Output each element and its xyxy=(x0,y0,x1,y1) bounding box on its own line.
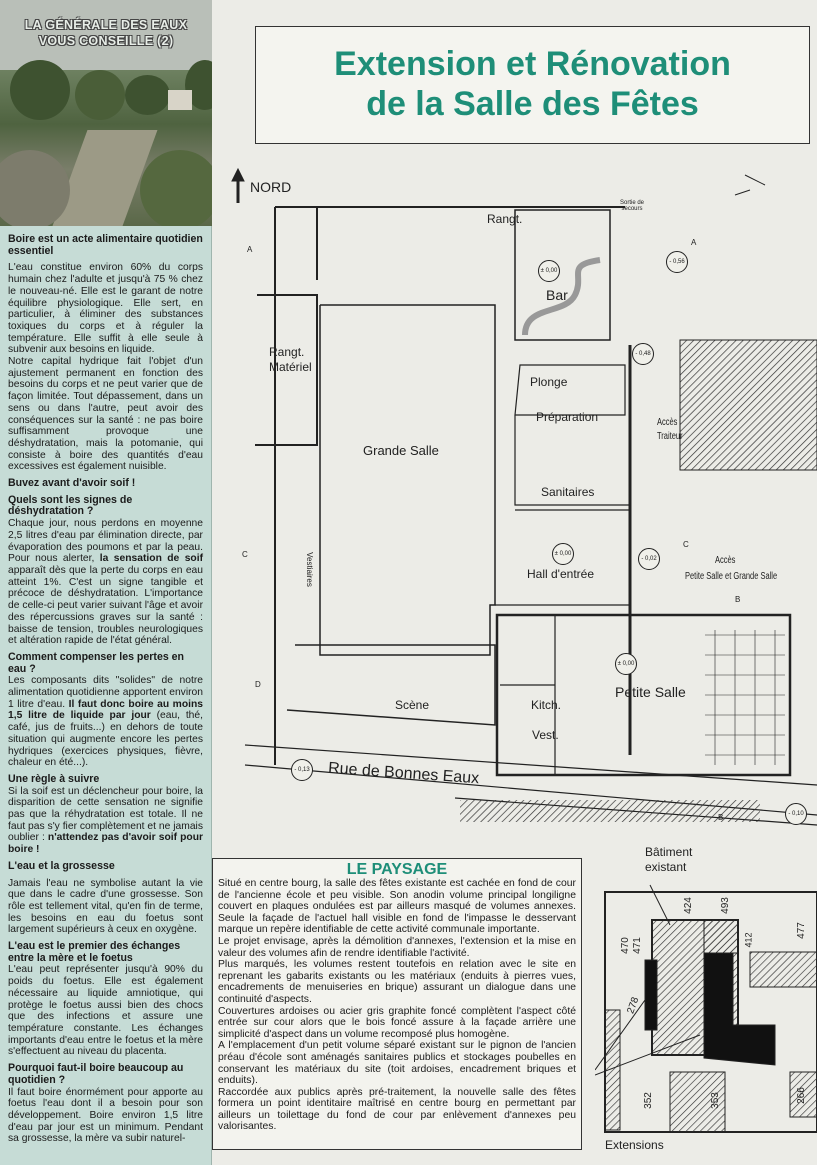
section-paragraph: Jamais l'eau ne symbolise autant la vie … xyxy=(8,878,203,937)
section-heading: Comment compenser les pertes en eau ? xyxy=(8,650,185,675)
cadastral-map: Bâtiment existant Extensions 424 493 470… xyxy=(595,840,817,1165)
paysage-paragraph: Couvertures ardoises ou acier gris graph… xyxy=(218,1005,576,1040)
existing-building-label: existant xyxy=(645,860,687,874)
garden-photo xyxy=(0,0,212,226)
floor-plan: NORD Rangt. Sortie de secours ± 0,00 Bar… xyxy=(225,165,817,845)
emphasis-text: Il faut donc boire au moins 1,5 litre de… xyxy=(8,698,203,722)
access-traiteur: Accès xyxy=(657,417,678,428)
hatched-zone xyxy=(460,800,760,822)
section-marker: A xyxy=(247,245,253,254)
section-marker: C xyxy=(242,550,248,559)
parcel-number: 470 xyxy=(619,937,631,954)
section-heading: Quels sont les signes de déshydratation … xyxy=(8,493,133,518)
parcel-number: 477 xyxy=(795,922,807,939)
section-paragraph: L'eau peut représenter jusqu'à 90% du po… xyxy=(8,964,203,1058)
existing-building-label: Bâtiment xyxy=(645,845,693,859)
paysage-paragraph: Situé en centre bourg, la salle des fête… xyxy=(218,878,576,936)
section-marker: D xyxy=(255,680,261,689)
paysage-paragraph: Le projet envisage, après la démolition … xyxy=(218,935,576,959)
section-paragraph: Les composants dits "solides" de notre a… xyxy=(8,675,203,769)
body-text: Si la soif est un déclencheur pour boire… xyxy=(8,785,203,844)
section-marker: B xyxy=(735,595,741,604)
adjacent-building xyxy=(679,339,817,471)
column-title: LA GÉNÉRALE DES EAUX VOUS CONSEILLE (2) xyxy=(0,17,212,49)
parcel-number: 352 xyxy=(642,1092,654,1109)
room-petite-salle: Petite Salle xyxy=(615,684,686,700)
sidebar-column: LA GÉNÉRALE DES EAUX VOUS CONSEILLE (2) … xyxy=(0,0,212,1165)
body-text: Il faut boire énormément pour apporte au… xyxy=(8,1086,203,1145)
section-paragraph: Chaque jour, nous perdons en moyenne 2,5… xyxy=(8,518,203,647)
section-heading: Pourquoi faut-il boire beaucoup au quoti… xyxy=(8,1062,184,1086)
access-salles: Petite Salle et Grande Salle xyxy=(685,571,778,582)
section-paragraph: Notre capital hydrique fait l'objet d'un… xyxy=(8,356,203,473)
section-heading: L'eau est le premier des échanges entre … xyxy=(8,940,181,964)
section-paragraph: Si la soif est un déclencheur pour boire… xyxy=(8,786,203,856)
parcel-number: 471 xyxy=(631,937,643,954)
body-text: Jamais l'eau ne symbolise autant la vie … xyxy=(8,877,203,936)
level-marker: - 0,13 xyxy=(291,759,313,781)
access-traiteur: Traiteur xyxy=(657,431,683,442)
paysage-paragraph: Plus marqués, les volumes restent toutef… xyxy=(218,959,576,1005)
level-marker: ± 0,00 xyxy=(538,260,560,282)
body-text: L'eau peut représenter jusqu'à 90% du po… xyxy=(8,964,203,1058)
room-plonge: Plonge xyxy=(530,375,568,389)
parcel-number: 266 xyxy=(795,1087,807,1104)
level-marker: ± 0,00 xyxy=(615,653,637,675)
extensions-label: Extensions xyxy=(605,1138,664,1152)
column-title-line: LA GÉNÉRALE DES EAUX xyxy=(24,18,188,32)
section-marker: B xyxy=(718,813,724,822)
section-marker: C xyxy=(683,540,689,549)
parcel-number: 412 xyxy=(743,932,754,948)
body-text: L'eau constitue environ 60% du corps hum… xyxy=(8,262,203,356)
room-bar: Bar xyxy=(546,287,568,303)
paysage-box: LE PAYSAGE Situé en centre bourg, la sal… xyxy=(212,858,582,1150)
section-marker: A xyxy=(691,238,697,247)
access-salles: Accès xyxy=(715,555,736,566)
room-vestiaires: Vestiaires xyxy=(304,552,314,587)
level-marker: - 0,48 xyxy=(632,343,654,365)
paysage-title: LE PAYSAGE xyxy=(346,861,448,878)
parcel-number: 353 xyxy=(709,1092,721,1109)
title-line-1: Extension et Rénovation xyxy=(334,45,731,83)
paysage-paragraph: Raccordée aux publics après pré-traiteme… xyxy=(218,1086,576,1133)
section-heading: Boire est un acte alimentaire quotidien … xyxy=(8,233,203,257)
body-text: Notre capital hydrique fait l'objet d'un… xyxy=(8,356,203,473)
body-text: Chaque jour, nous perdons en moyenne 2,5… xyxy=(8,518,203,565)
room-rangt-materiel: Rangt. xyxy=(269,345,305,359)
emphasis-text: n'attendez pas d'avoir soif pour boire ! xyxy=(8,832,203,856)
level-marker: - 0,10 xyxy=(785,803,807,825)
paysage-paragraph: A l'emplacement d'un petit volume séparé… xyxy=(218,1040,576,1087)
room-sanitaires: Sanitaires xyxy=(541,485,595,499)
column-title-line: VOUS CONSEILLE (2) xyxy=(38,34,174,48)
section-heading: L'eau et la grossesse xyxy=(8,859,115,872)
section-paragraph: Il faut boire énormément pour apporte au… xyxy=(8,1087,203,1146)
body-text: (eau, thé, café, jus de fruits...) en de… xyxy=(8,710,203,769)
north-label: NORD xyxy=(250,179,292,195)
room-grande-salle: Grande Salle xyxy=(363,443,439,458)
section-heading: Une règle à suivre xyxy=(8,772,100,785)
emphasis-text: la sensation de soif xyxy=(99,553,204,565)
title-line-2: de la Salle des Fêtes xyxy=(366,85,699,123)
room-sortie-secours: Sortie de secours xyxy=(619,200,644,212)
level-marker: - 0,02 xyxy=(638,548,660,570)
room-rangt: Rangt. xyxy=(487,212,523,226)
section-heading: Buvez avant d'avoir soif ! xyxy=(8,477,136,490)
body-text: Les composants dits "solides" de notre a… xyxy=(8,675,203,710)
body-text: apparaît dès que la perte du corps en ea… xyxy=(8,564,203,647)
parcel-number: 493 xyxy=(719,897,731,914)
room-vest: Vest. xyxy=(532,728,559,742)
section-paragraph: L'eau constitue environ 60% du corps hum… xyxy=(8,262,203,356)
room-rangt-materiel: Matériel xyxy=(269,360,312,374)
level-marker: ± 0,00 xyxy=(552,543,574,565)
floor-plan-drawing xyxy=(231,167,817,826)
level-marker: - 0,56 xyxy=(666,251,688,273)
room-kitchen: Kitch. xyxy=(531,698,562,712)
cadastral-drawing xyxy=(595,884,817,1133)
parcel-number: 424 xyxy=(682,897,694,914)
health-article: Boire est un acte alimentaire quotidien … xyxy=(8,229,203,1145)
page-title: Extension et Rénovation de la Salle des … xyxy=(255,26,810,144)
room-scene: Scène xyxy=(395,698,430,712)
room-hall-entree: Hall d'entrée xyxy=(527,567,594,581)
room-preparation: Préparation xyxy=(536,410,599,424)
